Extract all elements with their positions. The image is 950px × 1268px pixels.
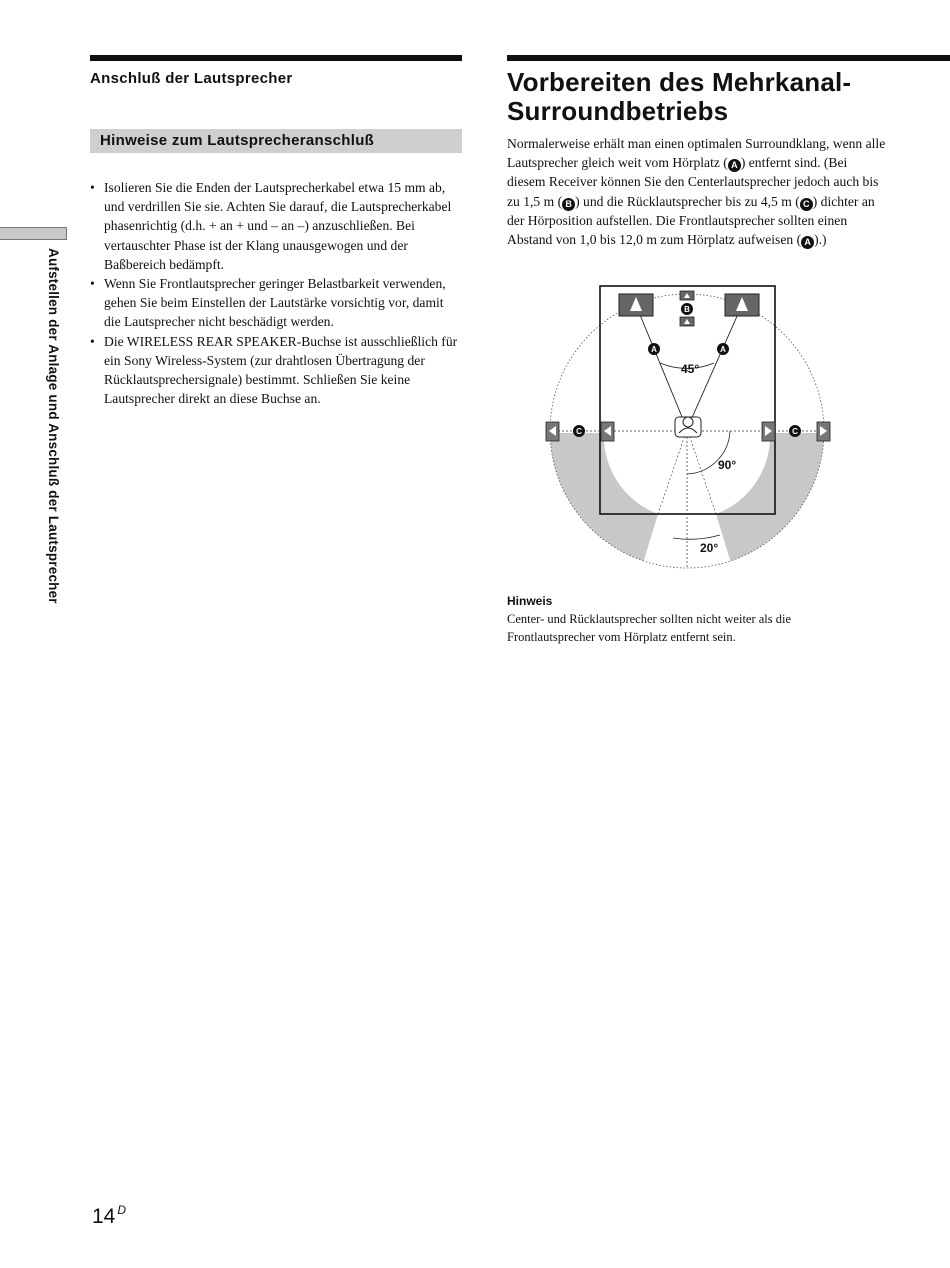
badge-a-marker: A xyxy=(717,343,729,355)
front-right-speaker-icon xyxy=(724,293,760,317)
subheading: Hinweise zum Lautsprecheranschluß xyxy=(90,129,462,153)
svg-text:C: C xyxy=(576,427,582,436)
rear-left-speaker-icon xyxy=(545,421,615,442)
svg-text:C: C xyxy=(792,427,798,436)
listener-icon xyxy=(674,416,702,438)
list-item: •Wenn Sie Frontlautsprecher geringer Bel… xyxy=(90,276,446,330)
intro-text: ) dichter an der Hörposition aufstellen.… xyxy=(507,193,875,248)
angle-label-front: 45° xyxy=(681,362,699,376)
badge-c-marker: C xyxy=(789,425,801,437)
section-rule xyxy=(90,55,462,61)
section-rule xyxy=(507,55,950,61)
front-left-speaker-icon xyxy=(618,293,654,317)
svg-text:B: B xyxy=(684,305,690,314)
badge-b-marker: B xyxy=(681,303,693,315)
title-line-2: Surroundbetriebs xyxy=(507,96,729,126)
rear-right-speaker-icon xyxy=(761,421,831,442)
room-outline xyxy=(599,285,776,515)
intro-text: ) entfernt sind. (Bei diesem Receiver kö… xyxy=(507,155,879,209)
page-number-suffix: D xyxy=(117,1203,127,1217)
bullet-list: •Isolieren Sie die Enden der Lautspreche… xyxy=(90,178,462,408)
bullet-text: Die WIRELESS REAR SPEAKER-Buchse ist aus… xyxy=(104,333,458,407)
badge-a: A xyxy=(727,159,741,173)
list-item: •Die WIRELESS REAR SPEAKER-Buchse ist au… xyxy=(90,333,458,407)
intro-text: ).) xyxy=(814,232,827,248)
angle-label-side: 90° xyxy=(718,458,736,472)
left-column: Anschluß der Lautsprecher Hinweise zum L… xyxy=(90,55,462,408)
note-title: Hinweis xyxy=(507,594,553,608)
title-line-1: Vorbereiten des Mehrkanal- xyxy=(507,67,852,97)
right-column: Vorbereiten des Mehrkanal- Surroundbetri… xyxy=(507,55,950,250)
svg-text:A: A xyxy=(720,345,726,354)
bullet-text: Wenn Sie Frontlautsprecher geringer Bela… xyxy=(104,276,446,330)
intro-text: Normalerweise erhält man einen optimalen… xyxy=(507,136,886,171)
svg-text:A: A xyxy=(651,345,657,354)
note-text: Center- und Rücklautsprecher sollten nic… xyxy=(507,612,792,644)
speaker-placement-diagram: B A A C C 45° 90° 20° xyxy=(545,285,831,569)
intro-text: ) und die Rücklautsprecher bis zu 4,5 m … xyxy=(575,193,800,209)
sidebar-chapter-label: Aufstellen der Anlage und Anschluß der L… xyxy=(46,248,61,604)
page-number-value: 14 xyxy=(92,1205,116,1228)
badge-c-marker: C xyxy=(573,425,585,437)
section-title: Anschluß der Lautsprecher xyxy=(90,70,293,87)
angle-label-rear: 20° xyxy=(700,541,718,555)
badge-c: C xyxy=(799,197,813,211)
list-item: •Isolieren Sie die Enden der Lautspreche… xyxy=(90,180,452,272)
badge-a-marker: A xyxy=(648,343,660,355)
page-title: Vorbereiten des Mehrkanal- Surroundbetri… xyxy=(507,68,950,126)
intro-paragraph: Normalerweise erhält man einen optimalen… xyxy=(507,134,887,250)
badge-a: A xyxy=(801,236,815,250)
bullet-text: Isolieren Sie die Enden der Lautsprecher… xyxy=(104,180,452,272)
badge-b: B xyxy=(562,197,576,211)
center-speaker-icon xyxy=(679,290,695,327)
side-tab-marker xyxy=(0,227,67,240)
